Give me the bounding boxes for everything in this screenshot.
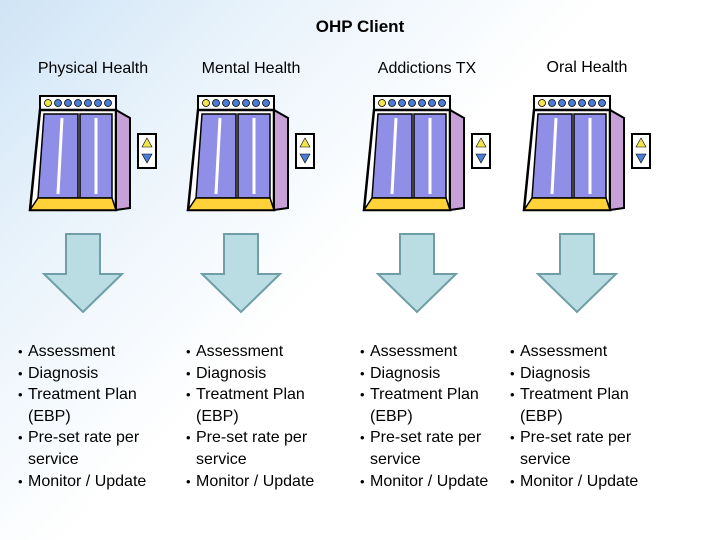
bullet-pre-set-rate: Pre-set rate per service bbox=[510, 427, 640, 470]
bullet-assessment: Assessment bbox=[18, 341, 148, 363]
bullet-assessment: Assessment bbox=[186, 341, 316, 363]
bullet-pre-set-rate: Pre-set rate per service bbox=[186, 427, 316, 470]
elevator-icon bbox=[522, 95, 651, 212]
bullet-list: Assessment Diagnosis Treatment Plan (EBP… bbox=[510, 341, 640, 492]
column-physical-health: Physical Health Assessment Diagnosis Tre… bbox=[8, 0, 178, 540]
bullet-list: Assessment Diagnosis Treatment Plan (EBP… bbox=[186, 341, 316, 492]
bullet-monitor-update: Monitor / Update bbox=[186, 471, 316, 493]
elevator-icon bbox=[362, 95, 491, 212]
down-arrow-icon bbox=[41, 233, 125, 314]
bullet-diagnosis: Diagnosis bbox=[186, 363, 316, 385]
bullet-diagnosis: Diagnosis bbox=[360, 363, 490, 385]
bullet-assessment: Assessment bbox=[510, 341, 640, 363]
bullet-treatment-plan: Treatment Plan (EBP) bbox=[510, 384, 640, 427]
column-label: Oral Health bbox=[546, 59, 628, 76]
down-arrow-icon bbox=[375, 233, 459, 314]
down-arrow-icon bbox=[535, 233, 619, 314]
diagram-title: OHP Client bbox=[315, 17, 405, 36]
bullet-diagnosis: Diagnosis bbox=[510, 363, 640, 385]
bullet-monitor-update: Monitor / Update bbox=[360, 471, 490, 493]
bullet-pre-set-rate: Pre-set rate per service bbox=[18, 427, 148, 470]
bullet-treatment-plan: Treatment Plan (EBP) bbox=[360, 384, 490, 427]
elevator-icon bbox=[28, 95, 157, 212]
column-oral-health: Oral Health Assessment Diagnosis Treatme… bbox=[502, 0, 672, 540]
bullet-list: Assessment Diagnosis Treatment Plan (EBP… bbox=[360, 341, 490, 492]
column-mental-health: Mental Health Assessment Diagnosis Treat… bbox=[166, 0, 336, 540]
column-label: Addictions TX bbox=[377, 60, 477, 77]
bullet-monitor-update: Monitor / Update bbox=[18, 471, 148, 493]
bullet-treatment-plan: Treatment Plan (EBP) bbox=[186, 384, 316, 427]
bullet-diagnosis: Diagnosis bbox=[18, 363, 148, 385]
bullet-assessment: Assessment bbox=[360, 341, 490, 363]
column-label: Physical Health bbox=[37, 60, 149, 77]
elevator-icon bbox=[186, 95, 315, 212]
column-label: Mental Health bbox=[201, 60, 301, 77]
down-arrow-icon bbox=[199, 233, 283, 314]
column-addictions-tx: Addictions TX Assessment Diagnosis Treat… bbox=[342, 0, 512, 540]
bullet-treatment-plan: Treatment Plan (EBP) bbox=[18, 384, 148, 427]
bullet-pre-set-rate: Pre-set rate per service bbox=[360, 427, 490, 470]
bullet-monitor-update: Monitor / Update bbox=[510, 471, 640, 493]
bullet-list: Assessment Diagnosis Treatment Plan (EBP… bbox=[18, 341, 148, 492]
